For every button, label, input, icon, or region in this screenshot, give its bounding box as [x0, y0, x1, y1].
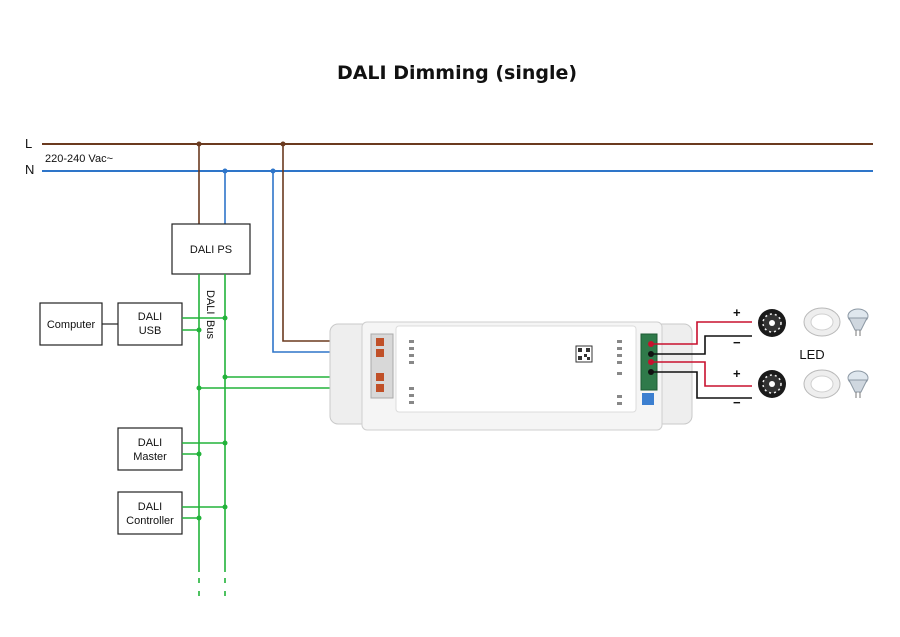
master-bus-junction-2 [196, 451, 202, 457]
voltage-label: 220-240 Vac~ [45, 153, 113, 165]
dali-master-label-2: Master [133, 451, 167, 463]
downlight-icon [803, 369, 841, 399]
output-1-minus-junction [648, 351, 654, 357]
bus-label-bus: Bus [204, 320, 216, 339]
ps-neutral-junction [222, 168, 228, 174]
driver-qr-code [575, 345, 593, 363]
mr16-spotlight-icon [847, 370, 869, 398]
usb-bus-junction-1 [222, 315, 228, 321]
driver-bus-junction-1 [222, 374, 228, 380]
mr16-spotlight-icon [847, 308, 869, 336]
output-1-plus-junction [648, 341, 654, 347]
driver-top-panel [395, 325, 637, 413]
output-1-minus-wire [651, 335, 752, 355]
input-lever-n [376, 349, 384, 357]
controller-bus-junction-1 [222, 504, 228, 510]
driver-bus-junction-2 [196, 385, 202, 391]
controller-bus-junction-2 [196, 515, 202, 521]
input-lever-da2 [376, 384, 384, 392]
input-lever-l [376, 338, 384, 346]
computer-label: Computer [47, 319, 96, 331]
diagram-title: DALI Dimming (single) [337, 62, 577, 84]
dali-controller-label-1: DALI [138, 501, 162, 513]
input-lever-da1 [376, 373, 384, 381]
output-1-plus-label: + [733, 305, 741, 320]
driver-dip-switch [642, 393, 654, 405]
output-2-plus-junction [648, 359, 654, 365]
master-bus-junction-1 [222, 440, 228, 446]
dali-usb-box [117, 302, 183, 346]
output-2-minus-junction [648, 369, 654, 375]
driver-neutral-junction [270, 168, 276, 174]
driver-line-wire [282, 144, 380, 342]
ps-line-junction [196, 141, 202, 147]
output-2-plus-label: + [733, 366, 741, 381]
led-strip-reel-icon [758, 370, 786, 398]
computer-box [39, 302, 103, 346]
output-1-minus-label: − [733, 335, 741, 350]
output-2-minus-label: − [733, 395, 741, 410]
output-2-plus-wire [651, 361, 752, 387]
dali-ps-label: DALI PS [190, 244, 232, 256]
output-2-minus-wire [651, 371, 752, 399]
bus-label-dali: DALI [204, 290, 216, 314]
dali-usb-label-2: USB [139, 325, 162, 337]
usb-bus-junction-2 [196, 327, 202, 333]
line-label: L [25, 136, 32, 151]
neutral-label: N [25, 162, 34, 177]
dali-ps-box [171, 223, 251, 275]
led-label: LED [799, 347, 824, 362]
downlight-icon [803, 307, 841, 337]
driver-terminal-markings [409, 340, 622, 405]
dali-controller-box [117, 491, 183, 535]
led-driver [329, 321, 693, 431]
driver-line-junction [280, 141, 286, 147]
dali-master-box [117, 427, 183, 471]
dali-controller-label-2: Controller [126, 515, 174, 527]
output-1-plus-wire [651, 321, 752, 345]
led-strip-reel-icon [758, 309, 786, 337]
dali-master-label-1: DALI [138, 437, 162, 449]
dali-usb-label-1: DALI [138, 311, 162, 323]
